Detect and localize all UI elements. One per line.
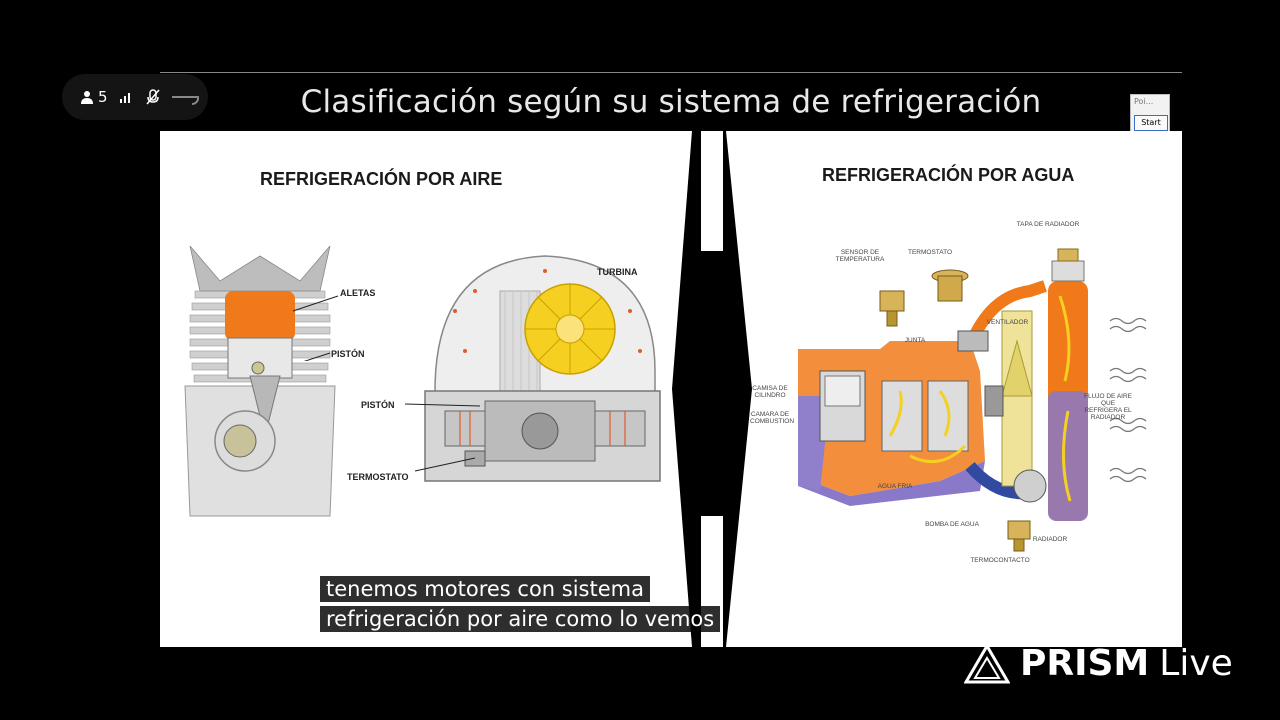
- label-junta: JUNTA: [904, 337, 926, 344]
- water-cooling-heading: REFRIGERACIÓN POR AGUA: [822, 165, 1075, 185]
- caption-line-1: tenemos motores con sistema: [320, 576, 650, 602]
- person-icon: [81, 91, 93, 104]
- label-radiador: RADIADOR: [1032, 536, 1068, 543]
- label-leaders-left: [292, 295, 339, 361]
- mic-muted-icon[interactable]: [144, 88, 162, 106]
- center-divider-arrow: [672, 131, 752, 647]
- slide-title: Clasificación según su sistema de refrig…: [300, 84, 1042, 120]
- label-flujo-aire: FLUJO DE AIRE QUE REFRIGERA EL RADIADOR: [1083, 393, 1133, 421]
- caption-line-2: refrigeración por aire como lo vemos: [320, 606, 721, 632]
- brand-word-live: Live: [1159, 643, 1233, 684]
- label-piston-left: PISTÓN: [331, 349, 365, 359]
- meeting-status-pill[interactable]: 5: [62, 74, 208, 120]
- signal-icon: [119, 93, 130, 103]
- label-termostato-right: TERMOSTATO: [907, 249, 953, 256]
- label-bomba-agua: BOMBA DE AGUA: [925, 521, 979, 528]
- label-sensor-temperatura: SENSOR DE TEMPERATURA: [835, 249, 885, 263]
- widget-title: Poi...: [1134, 97, 1154, 106]
- slide-content: REFRIGERACIÓN POR AIRE ALETAS PISTÓN: [160, 131, 1182, 647]
- label-leaders-right: [404, 403, 481, 472]
- label-agua-fria: AGUA FRIA: [877, 483, 913, 490]
- water-cooled-engine-diagram: [798, 248, 1147, 552]
- air-cooled-engine-turbine-diagram: [424, 255, 661, 482]
- prism-logo-icon: [964, 643, 1010, 683]
- label-piston-right: PISTÓN: [361, 400, 395, 410]
- presentation-widget: Poi... Start: [1130, 94, 1170, 132]
- spinner-icon: [171, 96, 199, 106]
- air-cooling-heading: REFRIGERACIÓN POR AIRE: [260, 169, 503, 189]
- slide-top-border: [160, 72, 1182, 73]
- label-ventilador: VENTILADOR: [986, 319, 1029, 326]
- start-button[interactable]: Start: [1134, 115, 1168, 131]
- air-cooled-cylinder-diagram: [184, 245, 336, 517]
- label-termostato-left: TERMOSTATO: [347, 472, 409, 482]
- brand-word-prism: PRISM: [1020, 643, 1150, 684]
- label-camisa-cilindro: CAMISA DE CILINDRO: [752, 385, 788, 399]
- participant-count: 5: [98, 88, 108, 106]
- label-termocontacto: TERMOCONTACTO: [970, 557, 1030, 564]
- label-turbina: TURBINA: [597, 267, 638, 277]
- prism-live-watermark: PRISM Live: [964, 643, 1233, 684]
- label-aletas: ALETAS: [340, 288, 376, 298]
- label-tapa-radiador: TAPA DE RADIADOR: [1016, 221, 1080, 228]
- label-camara-combustion: CAMARA DE COMBUSTION: [750, 411, 795, 425]
